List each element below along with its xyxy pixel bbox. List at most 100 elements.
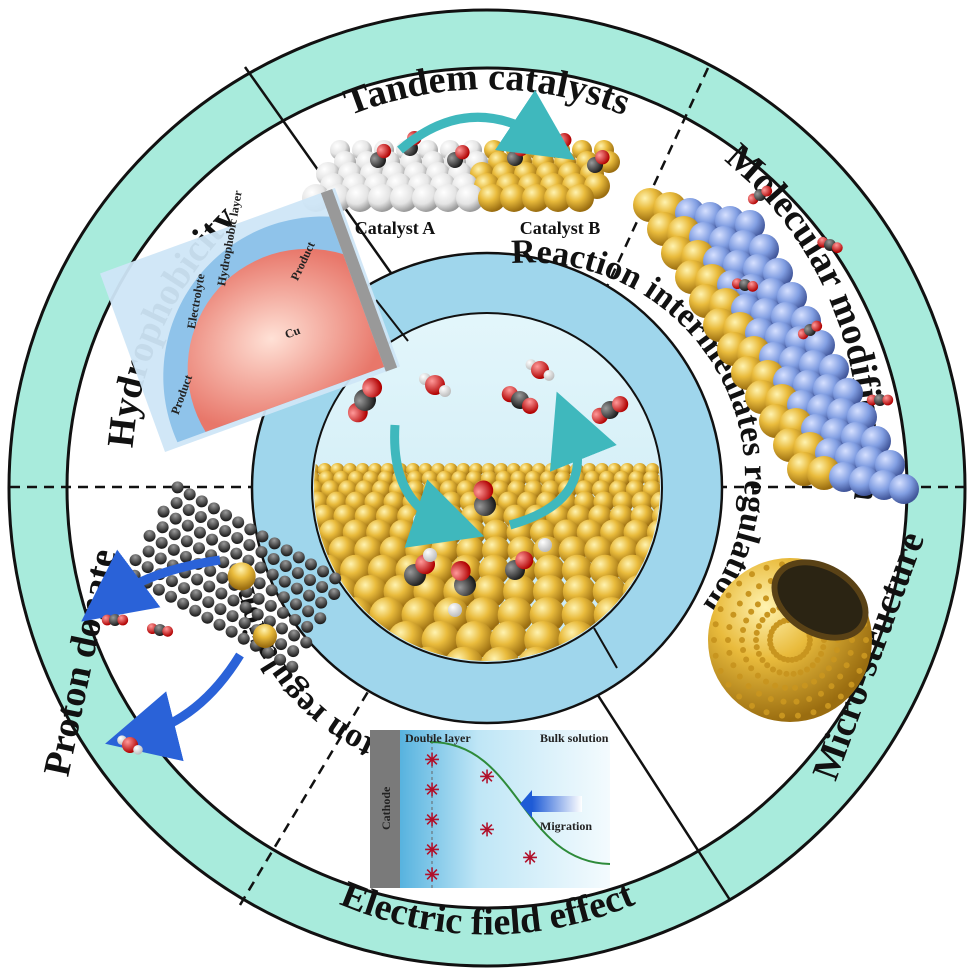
carbon-atom — [289, 613, 302, 626]
cation-icon: ✳ — [424, 780, 439, 800]
cation-icon: ✳ — [424, 810, 439, 830]
carbon-atom — [275, 638, 288, 651]
gold-atom — [828, 683, 835, 690]
carbon-atom — [182, 503, 195, 516]
curved-arrow-icon — [390, 424, 485, 548]
carbon-atom — [244, 523, 257, 536]
carbon-atom — [170, 496, 183, 509]
co2-molecule-icon — [817, 236, 843, 254]
label-migration: Migration — [540, 819, 592, 833]
gold-atom — [739, 637, 745, 643]
gold-atom — [650, 491, 660, 513]
carbon-atom — [178, 582, 191, 595]
carbon-atom — [181, 519, 194, 532]
carbon-atom — [279, 559, 292, 572]
carbon-atom — [255, 545, 268, 558]
carbon-atom — [220, 509, 233, 522]
blue-atom — [889, 474, 919, 504]
gold-atom — [848, 681, 855, 688]
curved-arrow-icon — [508, 391, 617, 530]
gold-atom — [801, 682, 808, 689]
gold-atom — [736, 600, 743, 607]
gold-atom — [753, 644, 760, 651]
silver-atom — [390, 184, 418, 212]
hydrogen-atom — [543, 370, 555, 381]
oxygen-atom — [761, 185, 773, 197]
gold-atom — [819, 672, 826, 679]
gold-atom — [830, 656, 837, 663]
carbon-atom — [109, 614, 121, 626]
gold-atom — [743, 617, 750, 624]
carbon-atom — [243, 538, 256, 551]
carbon-atom — [329, 572, 342, 585]
co-molecule-icon — [587, 150, 610, 173]
gold-atom — [711, 637, 717, 643]
carbon-atom — [261, 646, 274, 659]
inner-divider-top — [375, 299, 409, 342]
carbon-atom — [303, 573, 316, 586]
gold-atom — [814, 656, 821, 663]
carbon-atom — [239, 601, 252, 614]
gold-atom — [725, 592, 732, 599]
co2-molecule-icon — [347, 377, 383, 423]
cation-icon: ✳ — [522, 848, 537, 868]
gold-atom — [252, 623, 277, 648]
carbon-atom — [202, 596, 215, 609]
curved-arrow-icon — [105, 652, 244, 762]
silver-atom — [412, 184, 440, 212]
carbon-atom — [189, 604, 202, 617]
carbon-atom — [301, 620, 314, 633]
label-catalyst-b: Catalyst B — [520, 218, 601, 238]
gold-atom — [443, 646, 485, 661]
gold-atom — [818, 690, 824, 697]
gold-atom — [756, 583, 762, 590]
oxygen-atom — [747, 280, 759, 292]
gold-atom — [500, 184, 528, 212]
carbon-atom — [267, 552, 280, 565]
gold-atom — [863, 637, 869, 643]
gold-atom — [712, 621, 719, 628]
cation-icon: ✳ — [424, 750, 439, 770]
carbon-atom — [226, 610, 239, 623]
gold-atom — [566, 184, 594, 212]
oxygen-atom — [117, 614, 129, 626]
carbon-atom — [195, 495, 208, 508]
gold-atom — [772, 682, 779, 689]
carbon-atom — [219, 524, 232, 537]
carbon-atom — [206, 517, 219, 530]
gold-atom — [736, 693, 743, 700]
gold-atom — [753, 629, 760, 636]
gold-atom — [794, 712, 801, 719]
gold-atom — [749, 571, 755, 578]
gold-atom — [789, 656, 796, 663]
carbon-atom — [215, 587, 228, 600]
molecular-modification-slab — [633, 185, 919, 504]
gold-atom — [730, 662, 737, 669]
oxygen-atom — [455, 145, 470, 160]
label-cathode: Cathode — [379, 786, 393, 830]
carbon-atom — [251, 608, 264, 621]
gold-atom — [806, 695, 813, 702]
divider-dashed-tr — [596, 67, 710, 307]
carbon-atom — [194, 510, 207, 523]
gold-atom — [856, 667, 863, 674]
carbon-atom — [177, 597, 190, 610]
gold-atom — [725, 681, 732, 688]
co-molecule-icon — [505, 551, 534, 580]
gold-atom — [730, 611, 737, 618]
curved-arrow-icon — [81, 549, 221, 622]
carbon-atom — [180, 535, 193, 548]
carbon-atom — [265, 584, 278, 597]
electric-field-panel: Cathode Double layer Bulk solution Migra… — [370, 730, 611, 888]
carbon-atom — [190, 589, 203, 602]
carbon-atom — [316, 580, 329, 593]
carbon-atom — [237, 632, 250, 645]
gold-atom — [767, 695, 774, 702]
carbon-atom — [268, 537, 281, 550]
gold-nanocage-icon — [708, 558, 872, 722]
carbon-atom — [193, 526, 206, 539]
carbon-atom — [304, 558, 317, 571]
carbon-atom — [275, 622, 288, 635]
carbon-atom — [288, 629, 301, 642]
